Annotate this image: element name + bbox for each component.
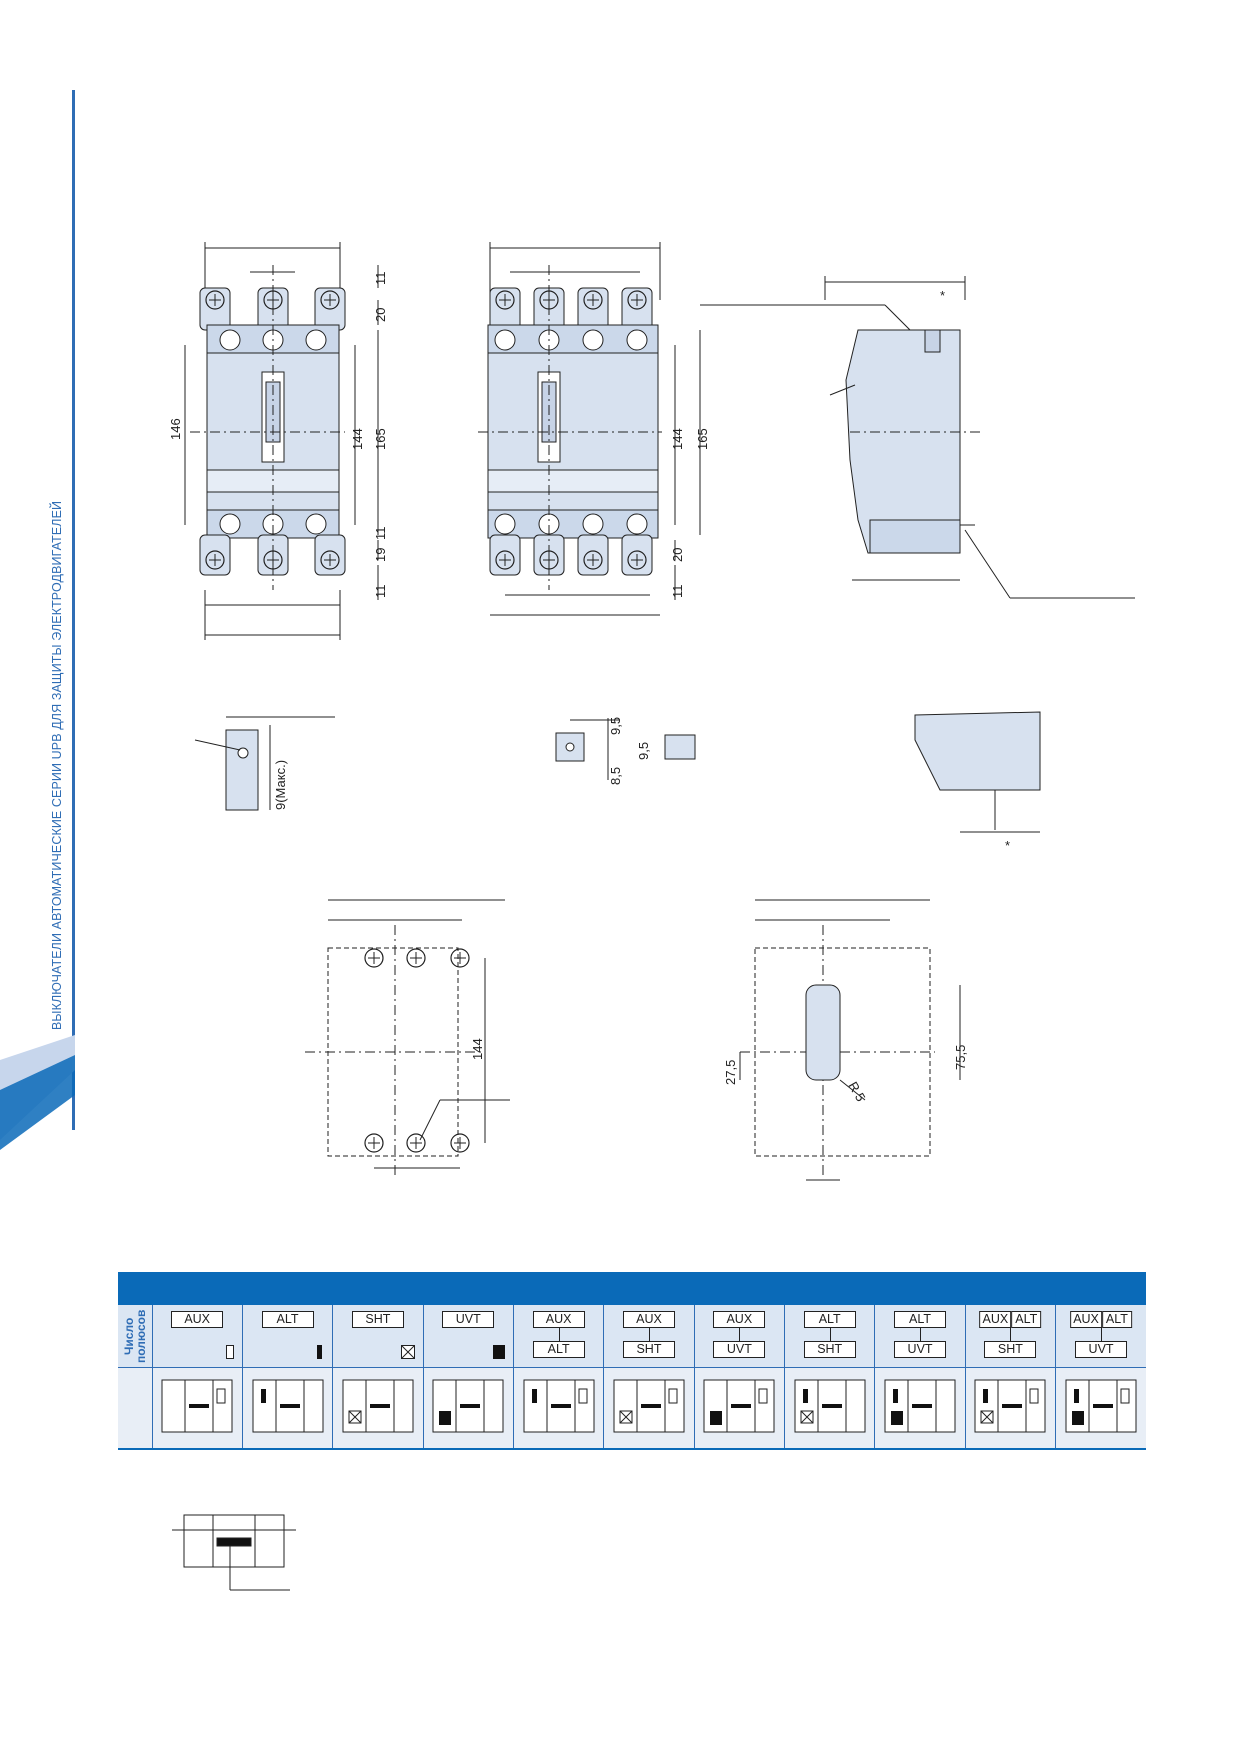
dim-11-top-label: 11	[373, 272, 388, 286]
dim-11-mid-label: 11	[373, 527, 388, 541]
dim-11-bottom-label: 11	[373, 585, 388, 599]
pole-count-header: Число полюсов	[118, 1305, 153, 1368]
accessory-label: AUX	[532, 1311, 585, 1328]
aux-icon	[225, 1345, 234, 1359]
accessory-col-alt: ALT	[242, 1305, 334, 1368]
dim-146-label: 146	[168, 418, 183, 440]
accessory-col-uvt: UVT	[423, 1305, 514, 1368]
dim-9-5b-label: 9,5	[636, 742, 651, 760]
dim-165-label: 165	[373, 428, 388, 450]
terminal-detail-middle	[555, 718, 696, 780]
layout-aux	[152, 1367, 243, 1450]
accessory-label: UVT	[442, 1311, 495, 1328]
layout-aux-alt	[513, 1367, 605, 1450]
panel-cutout	[739, 899, 961, 1181]
accessory-col-sht: SHT	[332, 1305, 424, 1368]
accessory-label: ALT	[1011, 1311, 1042, 1328]
accessory-col-aux: AUX	[152, 1305, 243, 1368]
breaker-layout-icon	[794, 1379, 866, 1432]
accessory-label: UVT	[1075, 1341, 1128, 1358]
dim-8-5-label: 8,5	[608, 767, 623, 785]
side-detail	[914, 711, 1041, 833]
accessory-label: ALT	[1101, 1311, 1132, 1328]
dim-4p-20-label: 20	[670, 548, 685, 562]
accessory-label: UVT	[713, 1341, 766, 1358]
dim-9-5a-label: 9,5	[608, 717, 623, 735]
breaker-layout-icon	[161, 1379, 233, 1432]
accessory-label: AUX	[713, 1311, 766, 1328]
dim-9max-label: 9(Макс.)	[273, 760, 288, 810]
accessory-label: SHT	[803, 1341, 856, 1358]
layout-sht	[332, 1367, 424, 1450]
cutout-dim-27-5-label: 27,5	[723, 1060, 738, 1085]
table-header-bar	[118, 1272, 1146, 1305]
breaker-layout-icon	[974, 1379, 1046, 1432]
accessory-label: UVT	[894, 1341, 947, 1358]
accessory-label: AUX	[1070, 1311, 1102, 1328]
terminal-detail-left	[194, 716, 335, 811]
layout-alt-uvt	[874, 1367, 966, 1450]
side-rule	[72, 90, 75, 1130]
uvt-icon	[492, 1345, 505, 1359]
breaker-layout-icon	[613, 1379, 685, 1432]
layout-uvt	[423, 1367, 514, 1450]
mount-dim-144-label: 144	[470, 1038, 485, 1060]
cutout-r5-label: R 5	[845, 1079, 868, 1104]
front-view-3p	[184, 242, 379, 640]
accessory-col-aux-uvt: AUX UVT	[694, 1305, 786, 1368]
corner-decoration	[0, 1035, 75, 1150]
accessory-label: ALT	[803, 1311, 856, 1328]
dim-20-label: 20	[373, 308, 388, 322]
side-star-top: *	[940, 288, 945, 303]
side-view	[700, 276, 1135, 599]
alt-icon	[317, 1345, 323, 1359]
accessory-label: ALT	[532, 1341, 585, 1358]
layout-aux-sht	[603, 1367, 695, 1450]
accessory-label: AUX	[171, 1311, 224, 1328]
layout-alt-sht	[784, 1367, 876, 1450]
accessory-col-alt-uvt: ALT UVT	[874, 1305, 966, 1368]
front-view-4p	[478, 242, 701, 616]
dim-4p-165-label: 165	[695, 428, 710, 450]
accessory-col-alt-sht: ALT SHT	[784, 1305, 876, 1368]
cutout-dim-75-5-label: 75,5	[953, 1045, 968, 1070]
accessory-label: AUX	[622, 1311, 675, 1328]
breaker-layout-icon	[1065, 1379, 1137, 1432]
accessory-label: SHT	[984, 1341, 1037, 1358]
layout-aux-uvt	[694, 1367, 786, 1450]
accessory-col-aux-sht: AUX SHT	[603, 1305, 695, 1368]
layout-aux-alt-uvt	[1055, 1367, 1146, 1450]
dim-144-label: 144	[350, 428, 365, 450]
breaker-layout-icon	[523, 1379, 595, 1432]
layout-alt	[242, 1367, 334, 1450]
accessory-label: ALT	[894, 1311, 947, 1328]
accessory-label: SHT	[622, 1341, 675, 1358]
accessory-slot-symbol	[172, 1514, 296, 1591]
dim-19-label: 19	[373, 548, 388, 562]
accessory-table: Число полюсов AUX ALT SHT UVT	[118, 1272, 1146, 1450]
breaker-layout-icon	[432, 1379, 504, 1432]
layout-aux-alt-sht	[965, 1367, 1057, 1450]
side-star-bottom: *	[1005, 838, 1010, 853]
breaker-layout-icon	[252, 1379, 324, 1432]
breaker-layout-icon	[342, 1379, 414, 1432]
dim-4p-11-label: 11	[670, 585, 685, 599]
sht-icon	[400, 1345, 415, 1359]
mounting-pattern	[305, 899, 510, 1175]
breaker-layout-icon	[884, 1379, 956, 1432]
accessory-label: SHT	[351, 1311, 404, 1328]
accessory-col-aux-alt: AUX ALT	[513, 1305, 605, 1368]
dim-4p-144-label: 144	[670, 428, 685, 450]
accessory-label: ALT	[261, 1311, 314, 1328]
accessory-label: AUX	[979, 1311, 1012, 1328]
breaker-layout-icon	[703, 1379, 775, 1432]
